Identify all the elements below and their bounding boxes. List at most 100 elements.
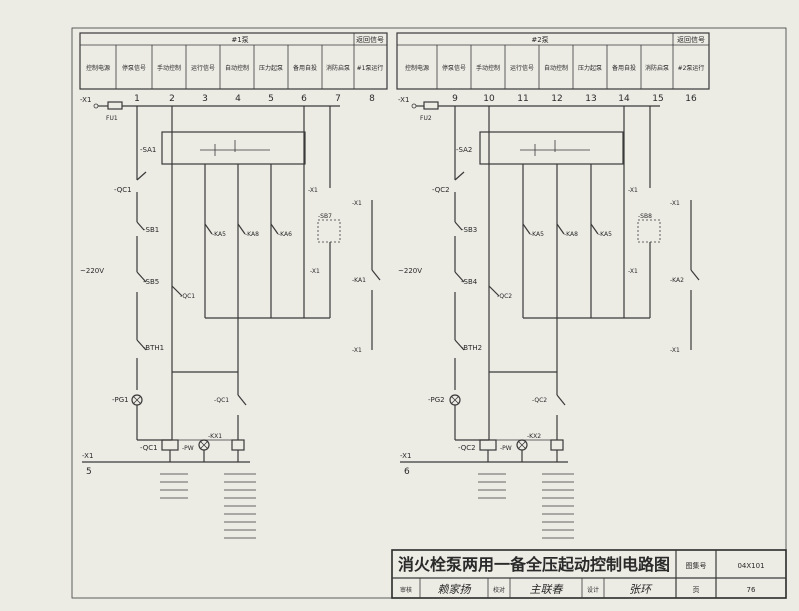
header-cell: 备用自投: [293, 64, 317, 72]
voltage-label: ~220V: [398, 267, 422, 275]
bth-label: -BTH1: [143, 344, 164, 352]
contactor-coil: [479, 439, 497, 451]
bus-bottom-label: -X1: [82, 452, 93, 460]
column-number: 7: [335, 94, 341, 104]
pw-label: -PW: [182, 445, 194, 452]
lamp-label: -PG1: [112, 396, 129, 404]
qc-contact-label: -QC2: [432, 186, 450, 194]
header-cell: 压力起泵: [578, 64, 602, 72]
sb-remote-label: -SB8: [638, 213, 652, 220]
atlas-number: 04X101: [737, 562, 764, 570]
sb-stop-label: -SB3: [461, 226, 477, 234]
x1-a-label: -X1: [308, 187, 318, 194]
switch-label: -SA2: [456, 146, 472, 154]
header-cell: 停泵信号: [122, 64, 146, 72]
fuse: [107, 101, 123, 110]
drawing-title: 消火栓泵两用一备全压起动控制电路图: [398, 555, 670, 574]
column-number: 4: [235, 94, 241, 104]
review-label: 审核: [400, 586, 412, 594]
kx-label: -KX2: [527, 433, 541, 440]
column-number: 13: [585, 94, 596, 104]
header-table: #1泵 返回信号 #2泵 返回信号 控制电源 停泵信号 手动控制 运行信号 自动…: [79, 32, 710, 90]
pw-label: -PW: [500, 445, 512, 452]
column-number: 11: [517, 94, 528, 104]
header-fire-signal-right: 返回信号: [677, 35, 705, 44]
column-number: 8: [369, 94, 375, 104]
design-name: 张环: [629, 583, 653, 596]
check-name: 主联春: [530, 583, 564, 596]
header-cell: 手动控制: [476, 64, 500, 72]
header-cell: #1泵运行: [357, 64, 384, 72]
ka-out-label: -KA2: [670, 277, 684, 284]
voltage-label: ~220V: [80, 267, 104, 275]
selector-switch: [161, 131, 306, 165]
header-group1: #1泵: [231, 36, 248, 44]
qc-contact-label: -QC1: [114, 186, 132, 194]
check-label: 校对: [493, 586, 505, 594]
selector-switch: [479, 131, 624, 165]
ka-b-label: -KA8: [564, 231, 578, 238]
fuse-label: FU1: [106, 115, 118, 122]
header-cell: 备用自投: [612, 64, 636, 72]
header-cell: 运行信号: [510, 64, 534, 72]
ka-c-label: -KA6: [278, 231, 292, 238]
qc-aux-label: -QC2: [532, 397, 547, 404]
sb-stop-label: -SB1: [143, 226, 159, 234]
coil-label: -QC1: [140, 444, 158, 452]
circuit-pump2: -X1 FU2 -SA2 -QC2 -SB3 ~220V -SB4 -BTH2: [398, 96, 700, 539]
header-fire-signal-left: 返回信号: [356, 35, 384, 44]
x1-a-label: -X1: [628, 187, 638, 194]
header-group2: #2泵: [531, 36, 548, 44]
bus-bottom-number: 6: [404, 467, 410, 477]
fuse: [423, 101, 439, 110]
column-number: 9: [452, 94, 458, 104]
contactor-coil: [161, 439, 179, 451]
terminal-strip: [160, 473, 256, 539]
header-cell: 控制电源: [86, 64, 110, 72]
sb-start-label: -SB4: [461, 278, 478, 286]
ka-c-label: -KA5: [598, 231, 612, 238]
bus-bottom-label: -X1: [400, 452, 411, 460]
qc-hold-label: -QC2: [497, 293, 512, 300]
ka-b-label: -KA8: [245, 231, 259, 238]
remote-sb: [637, 219, 661, 243]
x1-c-label: -X1: [352, 200, 362, 207]
bus-label: -X1: [398, 96, 409, 104]
bth-label: -BTH2: [461, 344, 482, 352]
lamp-label: -PG2: [428, 396, 445, 404]
bus-bottom-number: 5: [86, 467, 92, 477]
header-cell: 停泵信号: [442, 64, 466, 72]
column-number: 2: [169, 94, 175, 104]
page-number: 76: [747, 586, 756, 594]
qc-aux-label: -QC1: [214, 397, 229, 404]
page-label: 页: [693, 586, 700, 594]
ka-a-label: -KA5: [530, 231, 544, 238]
terminal-strip: [478, 473, 574, 539]
column-number: 14: [618, 94, 630, 104]
x1-d-label: -X1: [670, 347, 680, 354]
ka-out-label: -KA1: [352, 277, 366, 284]
header-cell: 压力起泵: [259, 64, 283, 72]
kx-label: -KX1: [208, 433, 222, 440]
x1-b-label: -X1: [310, 268, 320, 275]
title-block: 消火栓泵两用一备全压起动控制电路图 图集号 04X101 页 76 审核 赖家扬…: [391, 549, 787, 599]
column-number: 3: [202, 94, 208, 104]
bus-label: -X1: [80, 96, 91, 104]
column-number: 16: [685, 94, 697, 104]
sheet-border: [71, 27, 787, 599]
column-numbers-right: 9 10 11 12 13 14 15 16: [452, 94, 697, 104]
ka-a-label: -KA5: [212, 231, 226, 238]
header-cell: 自动控制: [225, 64, 249, 72]
kx-coil: [550, 439, 564, 451]
x1-d-label: -X1: [352, 347, 362, 354]
switch-label: -SA1: [140, 146, 156, 154]
column-number: 15: [652, 94, 663, 104]
coil-label: -QC2: [458, 444, 476, 452]
column-number: 6: [301, 94, 307, 104]
circuit-pump1: -X1 FU1 -SA1 -QC1 -SB1 ~220V -SB5 -BTH1: [80, 96, 381, 539]
column-number: 10: [483, 94, 495, 104]
x1-b-label: -X1: [628, 268, 638, 275]
fuse-label: FU2: [420, 115, 432, 122]
sb-remote-label: -SB7: [318, 213, 332, 220]
